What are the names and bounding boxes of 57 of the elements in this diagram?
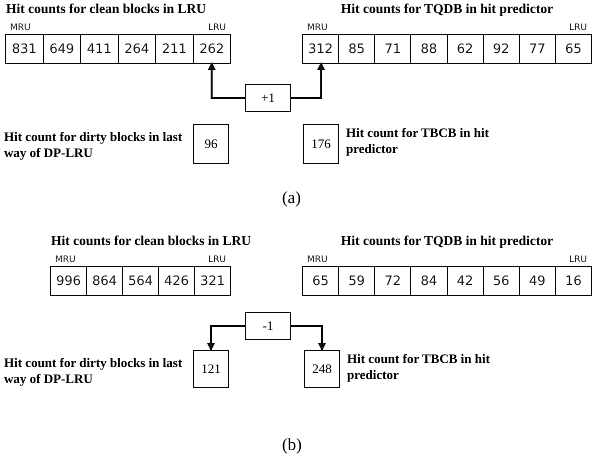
hit-count: 92 xyxy=(492,42,510,56)
position-label: MRU xyxy=(307,23,328,33)
hit-count: 211 xyxy=(162,42,187,56)
arrow xyxy=(207,325,245,351)
hit-count: 85 xyxy=(348,42,365,56)
position-label: LRU xyxy=(569,23,587,33)
hit-count: 864 xyxy=(92,274,117,288)
position-label: MRU xyxy=(10,23,31,33)
hit-count: 996 xyxy=(56,274,81,288)
hit-count: 564 xyxy=(128,274,153,288)
box-caption: Hit count for TBCB in hit predictor xyxy=(346,125,490,157)
counter-value: 96 xyxy=(204,136,218,152)
counter-value: -1 xyxy=(262,318,274,334)
counter-box xyxy=(245,312,291,340)
position-label: LRU xyxy=(569,255,587,265)
counter-value: 121 xyxy=(201,361,221,377)
array-heading: Hit counts for TQDB in hit predictor xyxy=(340,233,554,249)
hit-count: 321 xyxy=(200,274,225,288)
hit-count: 42 xyxy=(456,274,474,288)
hit-count: 84 xyxy=(420,274,438,288)
box-caption: Hit count for TBCB in hit predictor xyxy=(347,351,491,383)
array-heading: Hit counts for clean blocks in LRU xyxy=(6,1,206,17)
array-heading: Hit counts for TQDB in hit predictor xyxy=(340,1,554,17)
subfigure-label: (b) xyxy=(282,435,302,455)
subfigure-label: (a) xyxy=(282,188,301,208)
hit-count: 71 xyxy=(384,42,402,56)
position-label: LRU xyxy=(208,255,226,265)
hit-count: 72 xyxy=(384,274,402,288)
hit-count: 312 xyxy=(308,42,333,56)
arrow xyxy=(291,325,326,351)
counter-value: 176 xyxy=(311,136,331,152)
counter-value: 248 xyxy=(312,361,332,377)
box-caption: Hit count for dirty blocks in last way of DP-LRU xyxy=(4,355,184,387)
hit-count: 65 xyxy=(565,42,582,56)
position-label: LRU xyxy=(208,23,226,33)
hit-count: 77 xyxy=(529,42,546,56)
hit-count: 62 xyxy=(456,42,474,56)
arrow xyxy=(291,62,326,99)
hit-count: 649 xyxy=(49,42,74,56)
array-heading: Hit counts for clean blocks in LRU xyxy=(51,233,252,249)
hit-count: 411 xyxy=(86,42,112,56)
position-label: MRU xyxy=(55,255,76,265)
position-label: MRU xyxy=(307,255,328,265)
box-caption: Hit count for dirty blocks in last way of DP-LRU xyxy=(4,129,184,161)
hit-count: 426 xyxy=(164,274,189,288)
hit-count: 262 xyxy=(199,42,224,56)
arrow xyxy=(208,62,245,99)
hit-count: 831 xyxy=(12,42,37,56)
hit-count: 264 xyxy=(124,42,150,56)
hit-count: 16 xyxy=(565,274,582,288)
hit-count: 49 xyxy=(529,274,546,288)
hit-count: 65 xyxy=(312,274,329,288)
counter-value: +1 xyxy=(261,90,275,106)
hit-count: 56 xyxy=(492,274,510,288)
counter-box xyxy=(245,84,291,112)
hit-count: 88 xyxy=(420,42,438,56)
hit-count: 59 xyxy=(348,274,365,288)
